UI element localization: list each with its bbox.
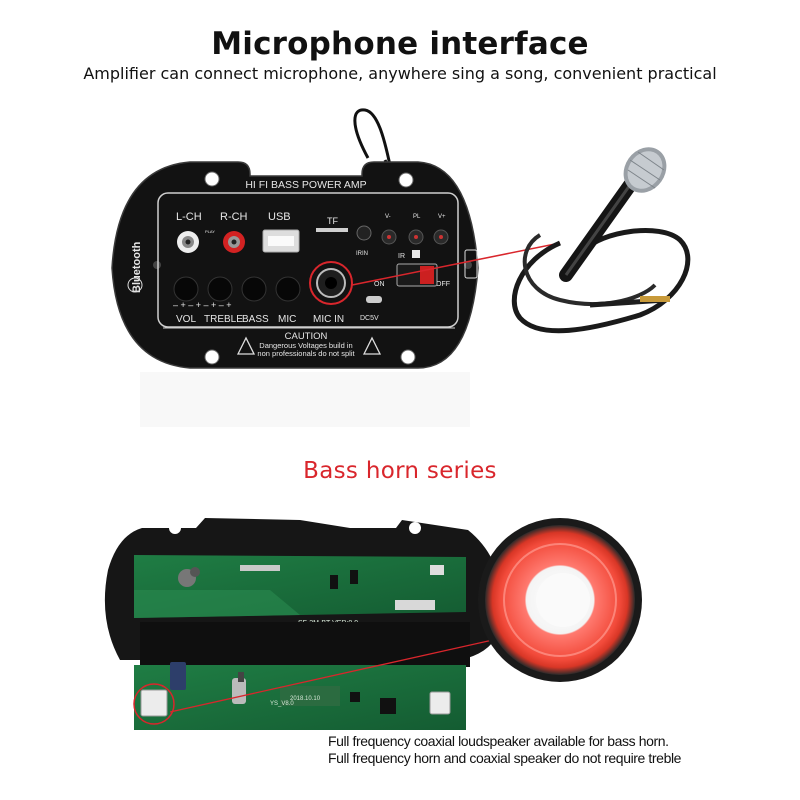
board-label3: 2018.10.10: [290, 696, 321, 702]
bluetooth-label: Bluetooth: [131, 241, 143, 293]
off-label: OFF: [436, 281, 450, 288]
vol-knob: [173, 276, 199, 302]
ir-label: IR: [398, 253, 405, 260]
rch-label: R-CH: [220, 211, 248, 223]
bass-speaker: [478, 518, 642, 682]
page-title: Microphone interface: [211, 26, 589, 62]
usb-label: USB: [268, 211, 291, 223]
warning-right-icon: [362, 336, 382, 355]
lch-rca-jack: [177, 231, 199, 253]
mic-in-jack: [309, 261, 353, 305]
dc5v-port: [366, 296, 382, 303]
on-label: ON: [374, 281, 385, 288]
vol-label: VOL: [176, 314, 196, 325]
play-label: PLAY: [205, 229, 215, 234]
panel-brand: HI FI BASS POWER AMP: [245, 179, 366, 191]
treble-knob: [207, 276, 233, 302]
battery-icon: [464, 249, 478, 279]
warning-left-icon: [236, 336, 256, 355]
warning-line1: Dangerous Voltages build in: [259, 341, 352, 350]
micin-label: MIC IN: [313, 314, 344, 325]
caution-label: CAUTION: [285, 331, 328, 342]
warning-line2: non professionals do not split: [257, 349, 355, 358]
vplus-label: V+: [438, 214, 446, 220]
rch-rca-jack: [223, 231, 245, 253]
amplifier-board: SF-2M-BT VER:0.9 YS_V8.0 2018.10.10: [104, 518, 501, 730]
irin-jack: [356, 225, 372, 241]
caption-line1: Full frequency coaxial loudspeaker avail…: [328, 733, 669, 749]
page-subtitle: Amplifier can connect microphone, anywhe…: [83, 64, 717, 83]
tf-label: TF: [327, 216, 338, 226]
board-label2: YS_V8.0: [270, 701, 294, 707]
mic-label: MIC: [278, 314, 296, 325]
mic-knob: [275, 276, 301, 302]
speaker-connector: [140, 689, 168, 717]
svg-text:– + – + – + – +: – + – + – + – +: [173, 300, 232, 310]
microphone: [511, 147, 691, 334]
pl-label: PL: [413, 214, 421, 220]
lch-label: L-CH: [176, 211, 202, 223]
caption-line2: Full frequency horn and coaxial speaker …: [328, 750, 682, 766]
bluetooth-icon: [127, 277, 143, 293]
tf-slot: [316, 228, 348, 232]
section-title-bass: Bass horn series: [303, 458, 497, 484]
vminus-label: V-: [385, 214, 391, 220]
bass-knob: [241, 276, 267, 302]
irin-label: IRIN: [356, 251, 368, 257]
dc5v-label: DC5V: [360, 315, 379, 322]
bass-label: BASS: [242, 314, 269, 325]
treble-label: TREBLE: [204, 314, 243, 325]
amplifier-panel: HI FI BASS POWER AMP Bluetooth L-CH R-CH…: [111, 108, 479, 427]
